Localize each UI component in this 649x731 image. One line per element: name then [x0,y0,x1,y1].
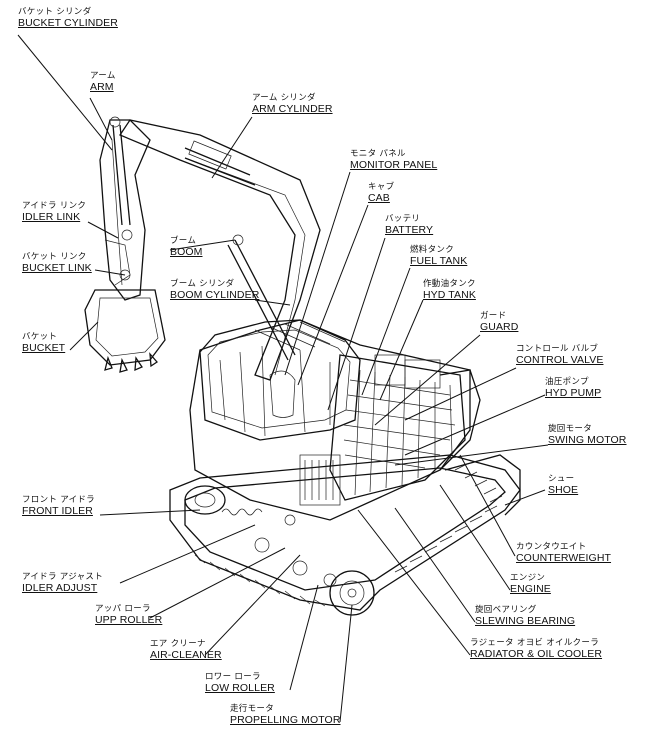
label-idler-adjust-en: IDLER ADJUST [22,581,98,594]
label-low-roller-jp: ロワー ローラ [205,672,261,682]
label-idler-adjust: アイドラ アジャスト IDLER ADJUST [22,572,104,594]
label-control-valve: コントロール バルブ CONTROL VALVE [516,344,604,366]
label-counterweight-en: COUNTERWEIGHT [516,551,612,564]
label-boom-cylinder: ブーム シリンダ BOOM CYLINDER [170,279,260,301]
label-boom-jp: ブーム [170,236,197,246]
label-slewing-bearing-en: SLEWING BEARING [475,614,576,627]
label-battery-en: BATTERY [385,223,434,236]
label-front-idler: フロント アイドラ FRONT IDLER [22,495,95,517]
label-battery: バッテリ BATTERY [385,214,434,236]
label-counterweight: カウンタウエイト COUNTERWEIGHT [516,542,612,564]
label-shoe-jp: シュー [548,474,575,484]
label-cab: キャブ CAB [368,182,395,204]
label-fuel-tank: 燃料タンク FUEL TANK [410,245,468,267]
label-propelling-motor-en: PROPELLING MOTOR [230,713,341,726]
label-hyd-pump-en: HYD PUMP [545,386,602,399]
arm [99,116,151,301]
label-boom-en: BOOM [170,245,203,258]
label-arm-cylinder: アーム シリンダ ARM CYLINDER [252,93,333,115]
label-bucket-en: BUCKET [22,341,66,354]
label-arm-cylinder-en: ARM CYLINDER [252,102,333,115]
label-cab-en: CAB [368,191,390,204]
label-shoe: シュー SHOE [548,474,579,496]
label-front-idler-jp: フロント アイドラ [22,495,95,505]
label-fuel-tank-jp: 燃料タンク [410,245,455,255]
label-bucket-cylinder-jp: バケット シリンダ [18,7,92,17]
label-upp-roller-en: UPP ROLLER [95,613,163,626]
label-slewing-bearing-jp: 旋回ベアリング [475,605,537,615]
label-air-cleaner-jp: エア クリーナ [150,639,206,649]
label-swing-motor-en: SWING MOTOR [548,433,627,446]
label-low-roller: ロワー ローラ LOW ROLLER [205,672,275,694]
label-counterweight-jp: カウンタウエイト [516,542,587,552]
label-bucket-cylinder: バケット シリンダ BUCKET CYLINDER [18,7,118,29]
label-arm-en: ARM [90,80,114,93]
label-hyd-pump: 油圧ポンプ HYD PUMP [545,377,602,399]
label-upp-roller: アッパ ローラ UPP ROLLER [95,604,163,626]
bucket [84,289,166,373]
label-radiator-oil-cooler-en: RADIATOR & OIL COOLER [470,647,603,660]
label-shoe-en: SHOE [548,483,579,496]
label-boom-cylinder-en: BOOM CYLINDER [170,288,260,301]
label-propelling-motor: 走行モータ PROPELLING MOTOR [230,704,341,726]
leader-lines [17,34,549,723]
upper-structure [189,319,481,521]
label-idler-link: アイドラ リンク IDLER LINK [22,201,87,223]
label-front-idler-en: FRONT IDLER [22,504,93,517]
label-swing-motor-jp: 旋回モータ [548,424,593,434]
label-cab-jp: キャブ [368,182,395,192]
label-guard-jp: ガード [480,311,507,321]
label-bucket-link-en: BUCKET LINK [22,261,92,274]
label-upp-roller-jp: アッパ ローラ [95,604,151,614]
label-fuel-tank-en: FUEL TANK [410,254,468,267]
label-arm-cylinder-jp: アーム シリンダ [252,93,316,103]
label-propelling-motor-jp: 走行モータ [230,704,275,714]
label-monitor-panel-en: MONITOR PANEL [350,158,438,171]
label-bucket-jp: バケット [22,332,58,342]
label-bucket: バケット BUCKET [22,332,66,354]
label-engine-en: ENGINE [510,582,551,595]
label-guard: ガード GUARD [480,311,519,333]
label-bucket-link: バケット リンク BUCKET LINK [22,252,92,274]
label-bucket-cylinder-en: BUCKET CYLINDER [18,16,118,29]
label-monitor-panel: モニタ パネル MONITOR PANEL [350,149,438,171]
label-guard-en: GUARD [480,320,519,333]
label-engine-jp: エンジン [510,573,546,583]
label-hyd-tank: 作動油タンク HYD TANK [423,279,476,301]
boom [119,119,321,381]
label-arm-jp: アーム [90,71,116,81]
label-control-valve-jp: コントロール バルブ [516,344,599,354]
label-low-roller-en: LOW ROLLER [205,681,275,694]
label-idler-link-jp: アイドラ リンク [22,201,87,211]
label-boom-cylinder-jp: ブーム シリンダ [170,279,235,289]
label-hyd-pump-jp: 油圧ポンプ [545,377,589,387]
label-idler-link-en: IDLER LINK [22,210,81,223]
label-air-cleaner: エア クリーナ AIR-CLEANER [150,639,222,661]
label-radiator-oil-cooler-jp: ラジェータ オヨビ オイルクーラ [470,638,600,648]
label-hyd-tank-jp: 作動油タンク [423,279,476,289]
label-bucket-link-jp: バケット リンク [22,252,87,262]
label-idler-adjust-jp: アイドラ アジャスト [22,572,104,582]
label-hyd-tank-en: HYD TANK [423,288,476,301]
label-swing-motor: 旋回モータ SWING MOTOR [548,424,627,446]
label-arm: アーム ARM [90,71,116,93]
label-radiator-oil-cooler: ラジェータ オヨビ オイルクーラ RADIATOR & OIL COOLER [470,638,603,660]
label-engine: エンジン ENGINE [510,573,551,595]
crawler-track [169,454,521,616]
label-boom: ブーム BOOM [170,236,203,258]
label-slewing-bearing: 旋回ベアリング SLEWING BEARING [475,605,576,627]
label-battery-jp: バッテリ [385,214,421,224]
label-control-valve-en: CONTROL VALVE [516,353,604,366]
label-air-cleaner-en: AIR-CLEANER [150,648,222,661]
label-monitor-panel-jp: モニタ パネル [350,149,406,159]
